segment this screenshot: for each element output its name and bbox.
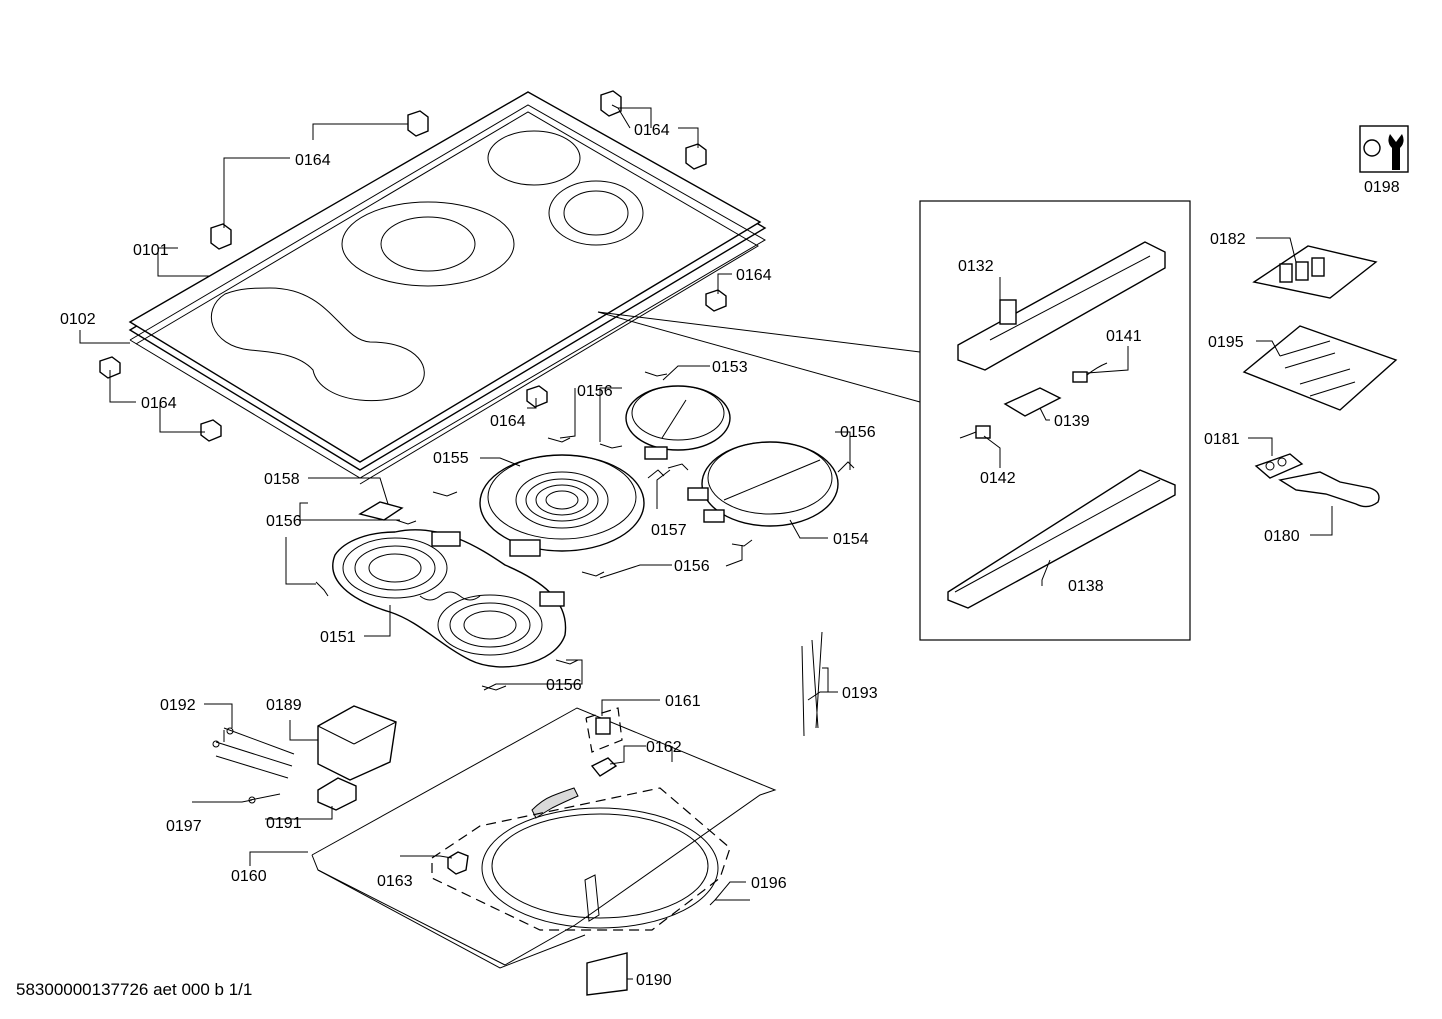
label-0156-d: 0156 (674, 558, 710, 575)
pad-0181[interactable] (1254, 453, 1304, 479)
bracket-0164-d[interactable] (210, 223, 232, 250)
label-0190: 0190 (636, 972, 672, 989)
label-0164-b: 0164 (634, 122, 670, 139)
label-0138: 0138 (1068, 578, 1104, 595)
fastener-set-0195[interactable] (1242, 325, 1398, 411)
label-0192: 0192 (160, 697, 196, 714)
label-0142: 0142 (980, 470, 1016, 487)
wire-0197[interactable] (248, 793, 281, 804)
label-0139: 0139 (1054, 413, 1090, 430)
label-0164-c: 0164 (736, 267, 772, 284)
label-0164-e: 0164 (490, 413, 526, 430)
bracket-0164-a[interactable] (407, 110, 429, 137)
label-0160: 0160 (231, 868, 267, 885)
spring-0157[interactable] (647, 463, 689, 479)
heating-element-0153[interactable] (625, 385, 731, 460)
control-module-frame (597, 200, 1191, 641)
label-0195: 0195 (1208, 334, 1244, 351)
label-0157: 0157 (651, 522, 687, 539)
label-0153: 0153 (712, 359, 748, 376)
data-plate-0190[interactable] (586, 952, 628, 996)
label-0164-d: 0164 (141, 395, 177, 412)
cable-set-0193[interactable] (801, 631, 823, 737)
label-0158: 0158 (264, 471, 300, 488)
cable-clamp-0162[interactable] (590, 757, 618, 777)
clip-0161[interactable] (585, 707, 623, 753)
label-0189: 0189 (266, 697, 302, 714)
label-0156-b: 0156 (840, 424, 876, 441)
leader-lines (79, 104, 1333, 980)
bracket-0164-f[interactable] (99, 356, 121, 379)
glass-cooktop-0101[interactable] (128, 91, 767, 471)
label-0141: 0141 (1106, 328, 1142, 345)
scraper-0180[interactable] (1278, 471, 1380, 508)
label-0163: 0163 (377, 873, 413, 890)
label-0180: 0180 (1264, 528, 1300, 545)
cable-clip-0163[interactable] (447, 851, 469, 875)
label-0181: 0181 (1204, 431, 1240, 448)
connector-0141[interactable] (1072, 362, 1108, 383)
label-0193: 0193 (842, 685, 878, 702)
label-0197: 0197 (166, 818, 202, 835)
support-0189[interactable] (317, 705, 397, 781)
frame-0102[interactable] (129, 104, 766, 485)
label-0155: 0155 (433, 450, 469, 467)
bracket-0164-c[interactable] (685, 143, 707, 170)
label-0161: 0161 (665, 693, 701, 710)
label-0196: 0196 (751, 875, 787, 892)
bracket-0164-b[interactable] (600, 90, 622, 117)
label-0102: 0102 (60, 311, 96, 328)
label-0191: 0191 (266, 815, 302, 832)
bottom-housing-0160[interactable] (311, 707, 777, 969)
bracket-0164-h[interactable] (526, 385, 548, 408)
circuit-board-0139[interactable] (1003, 387, 1062, 417)
heating-element-0154[interactable] (687, 441, 839, 527)
cover-plate-0138[interactable] (947, 469, 1176, 609)
cable-bundle-0196[interactable] (431, 787, 731, 931)
terminal-block-0191[interactable] (317, 777, 357, 811)
label-0151: 0151 (320, 629, 356, 646)
heating-element-0155[interactable] (479, 454, 645, 557)
bracket-0158[interactable] (358, 501, 404, 521)
heating-element-0151[interactable] (332, 529, 567, 668)
part-labels: 0101 0102 0164 0164 0164 0164 0164 0132 … (60, 122, 1400, 989)
document-footer-id: 58300000137726 aet 000 b 1/1 (16, 980, 253, 999)
label-0156-c: 0156 (266, 513, 302, 530)
screw-set-0182[interactable] (1252, 245, 1378, 299)
label-0162: 0162 (646, 739, 682, 756)
label-0132: 0132 (958, 258, 994, 275)
label-0154: 0154 (833, 531, 869, 548)
label-0156-e: 0156 (546, 677, 582, 694)
connector-0142[interactable] (959, 425, 991, 439)
label-0198: 0198 (1364, 179, 1400, 196)
bracket-0164-e[interactable] (705, 289, 727, 312)
label-0182: 0182 (1210, 231, 1246, 248)
wires-0192[interactable] (212, 727, 295, 779)
control-housing-0132[interactable] (957, 241, 1166, 371)
label-0101: 0101 (133, 242, 169, 259)
spring-clips-0156[interactable] (315, 371, 855, 691)
label-0156-a: 0156 (577, 383, 613, 400)
tool-icon-0198[interactable] (1359, 125, 1409, 173)
label-0164-a: 0164 (295, 152, 331, 169)
bracket-0164-g[interactable] (200, 419, 222, 442)
